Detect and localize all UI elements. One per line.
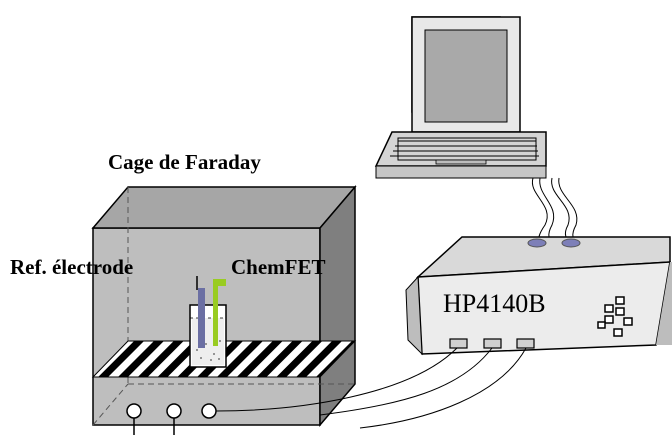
instrument-keypad-icon xyxy=(597,296,633,337)
instrument-label: HP4140B xyxy=(443,289,546,318)
laptop-icon xyxy=(374,16,547,179)
measurement-cables xyxy=(215,347,527,429)
reference-electrode xyxy=(198,288,205,348)
connector-oval xyxy=(561,238,581,248)
port xyxy=(449,338,468,349)
bnc-connectors xyxy=(126,403,217,435)
port xyxy=(516,338,535,349)
instrument-box: HP4140B xyxy=(405,236,672,356)
chemfet-probe xyxy=(213,286,218,346)
cage-label: Cage de Faraday xyxy=(108,150,261,174)
beaker-icon xyxy=(189,276,227,368)
connector-oval xyxy=(527,238,547,248)
bnc-connector xyxy=(166,403,182,419)
bnc-connector xyxy=(201,403,217,419)
reference-electrode-label: Ref. électrode xyxy=(10,255,134,279)
bnc-connector xyxy=(126,403,142,419)
port xyxy=(483,338,502,349)
laptop-cables xyxy=(531,177,578,243)
chemfet-label: ChemFET xyxy=(231,255,326,279)
